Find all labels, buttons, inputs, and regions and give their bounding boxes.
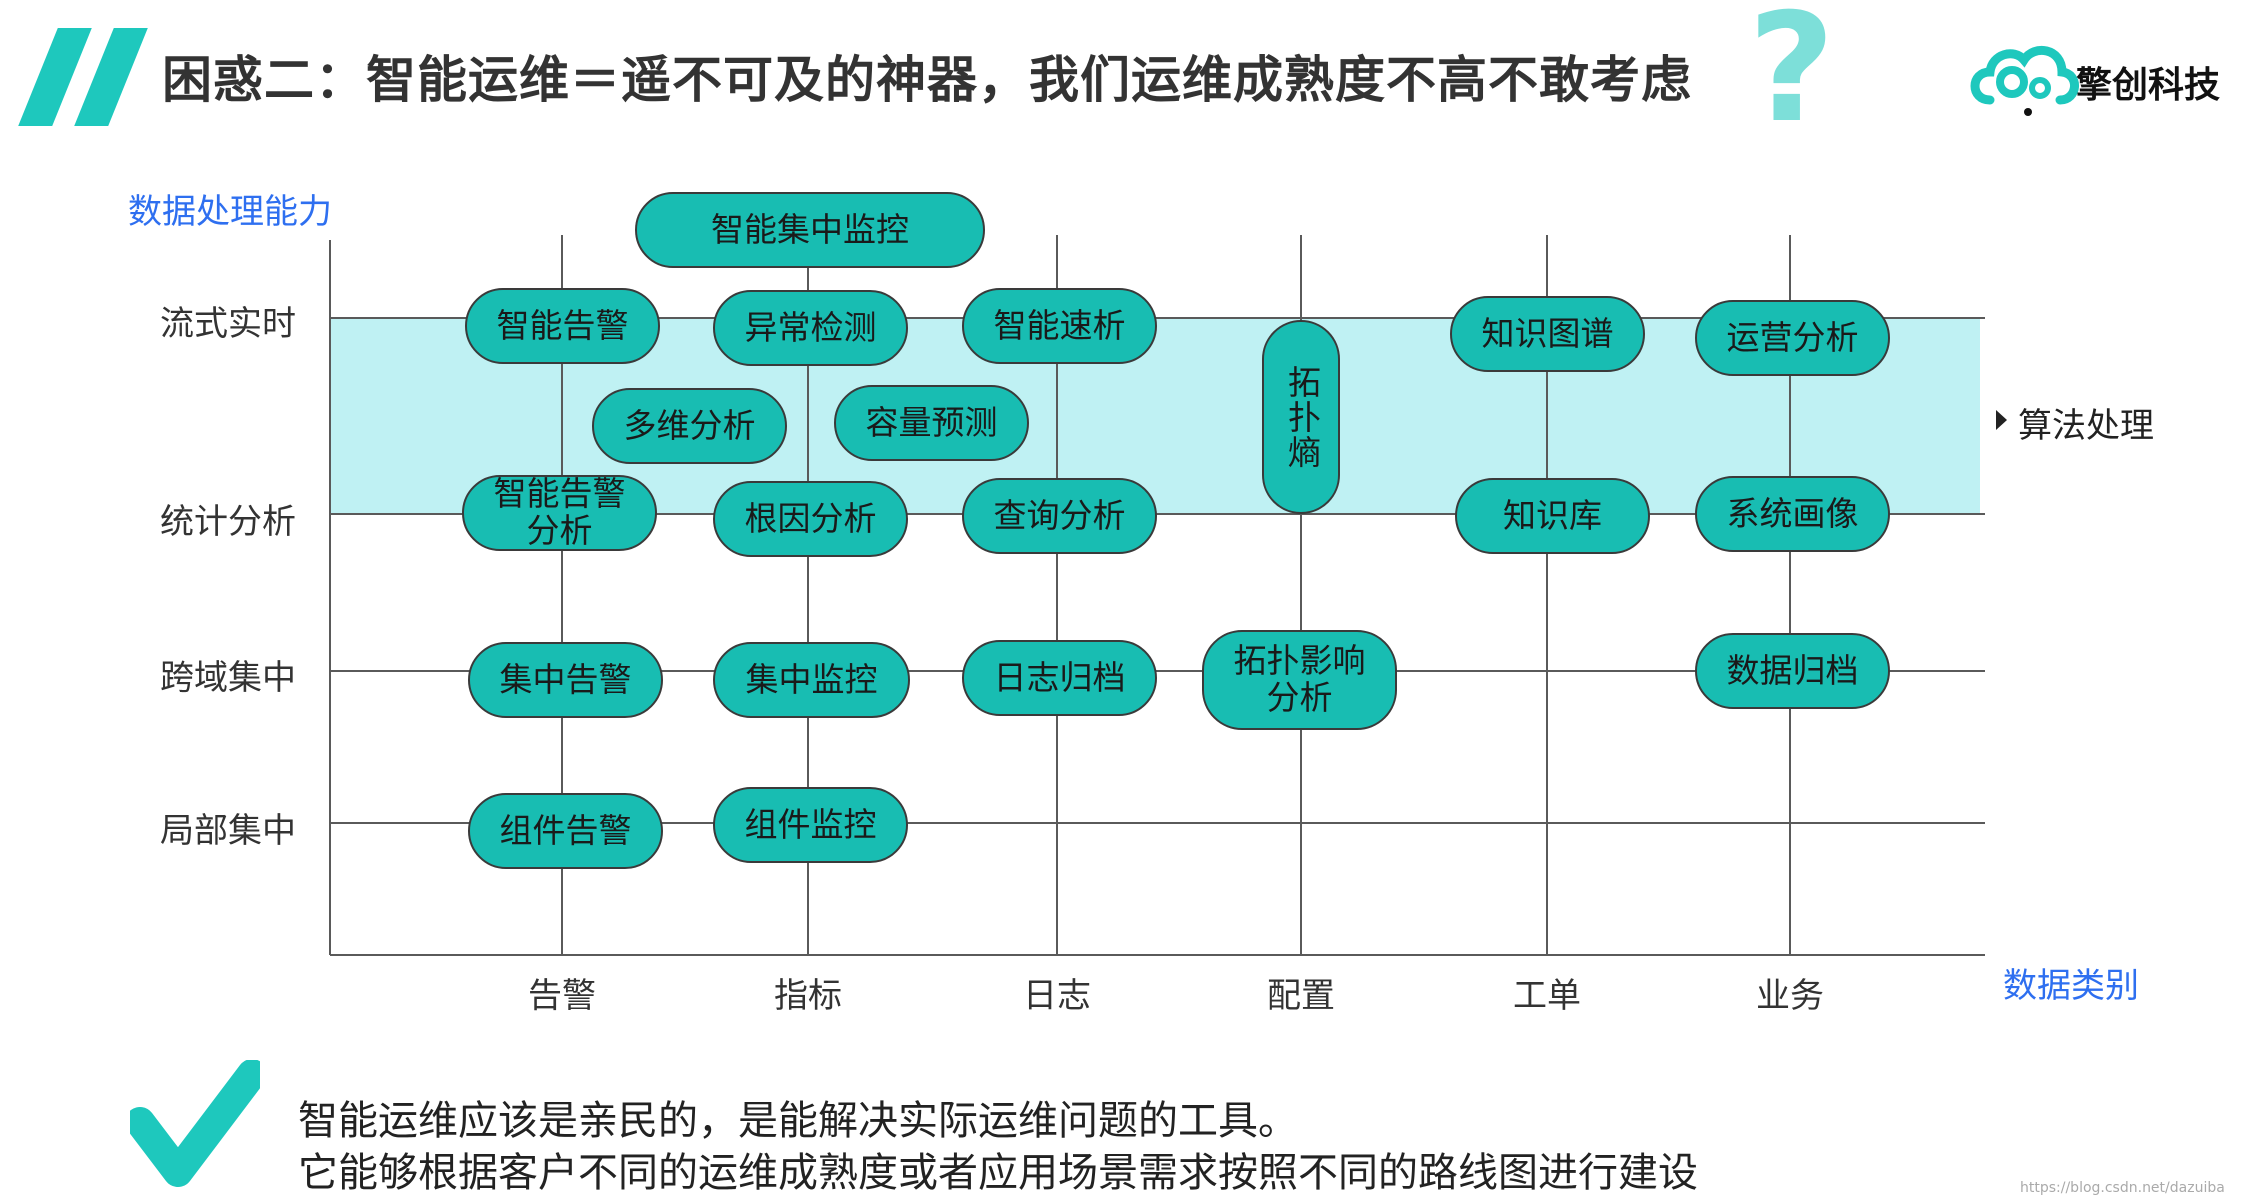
node-smart-central-monitor: 智能集中监控: [635, 192, 985, 268]
node-knowledge-graph: 知识图谱: [1450, 296, 1645, 372]
page-title: 困惑二：智能运维＝遥不可及的神器，我们运维成熟度不高不敢考虑: [162, 51, 1692, 109]
node-data-archive: 数据归档: [1695, 633, 1890, 709]
caret-right-icon: [1996, 410, 2007, 430]
node-topology-entropy: 拓扑熵: [1262, 320, 1340, 514]
question-mark-icon: ?: [1748, 0, 1836, 156]
node-central-monitor: 集中监控: [713, 642, 910, 718]
band-label: 算法处理: [2018, 406, 2154, 446]
x-category-alarm: 告警: [528, 976, 596, 1016]
node-topology-impact-analysis: 拓扑影响分析: [1202, 630, 1397, 730]
node-query-analysis: 查询分析: [962, 478, 1157, 554]
y-level-stats: 统计分析: [160, 502, 296, 542]
watermark: https://blog.csdn.net/dazuiba: [2020, 1180, 2225, 1196]
node-central-alarm: 集中告警: [468, 642, 663, 718]
node-smart-alarm: 智能告警: [465, 288, 660, 364]
y-level-stream: 流式实时: [160, 304, 296, 344]
node-smart-speed-analysis: 智能速析: [962, 288, 1157, 364]
node-anomaly-detection: 异常检测: [713, 290, 908, 366]
node-component-monitor: 组件监控: [713, 787, 908, 863]
x-category-ticket: 工单: [1513, 976, 1581, 1016]
y-axis-title: 数据处理能力: [128, 192, 332, 232]
node-knowledge-base: 知识库: [1455, 478, 1650, 554]
brand-name: 擎创科技: [2076, 65, 2221, 106]
node-log-archive: 日志归档: [962, 640, 1157, 716]
node-system-portrait: 系统画像: [1695, 476, 1890, 552]
x-category-business: 业务: [1756, 976, 1824, 1016]
node-component-alarm: 组件告警: [468, 793, 663, 869]
footer-line-2: 它能够根据客户不同的运维成熟度或者应用场景需求按照不同的路线图进行建设: [298, 1150, 1698, 1196]
node-smart-alarm-analysis: 智能告警分析: [462, 475, 657, 551]
y-level-cross-domain: 跨域集中: [160, 658, 296, 698]
brand-logo-icon: [1970, 46, 2079, 116]
y-level-local: 局部集中: [160, 811, 296, 851]
node-root-cause-analysis: 根因分析: [713, 481, 908, 557]
node-capacity-forecast: 容量预测: [834, 385, 1029, 461]
node-multi-dimension-analysis: 多维分析: [592, 388, 787, 464]
footer-line-1: 智能运维应该是亲民的，是能解决实际运维问题的工具。: [298, 1098, 1298, 1144]
x-category-metric: 指标: [774, 976, 842, 1016]
x-category-config: 配置: [1267, 976, 1335, 1016]
x-axis-title: 数据类别: [2003, 966, 2139, 1006]
x-category-log: 日志: [1023, 976, 1091, 1016]
node-operations-analysis: 运营分析: [1695, 300, 1890, 376]
checkmark-icon: [130, 1060, 260, 1187]
